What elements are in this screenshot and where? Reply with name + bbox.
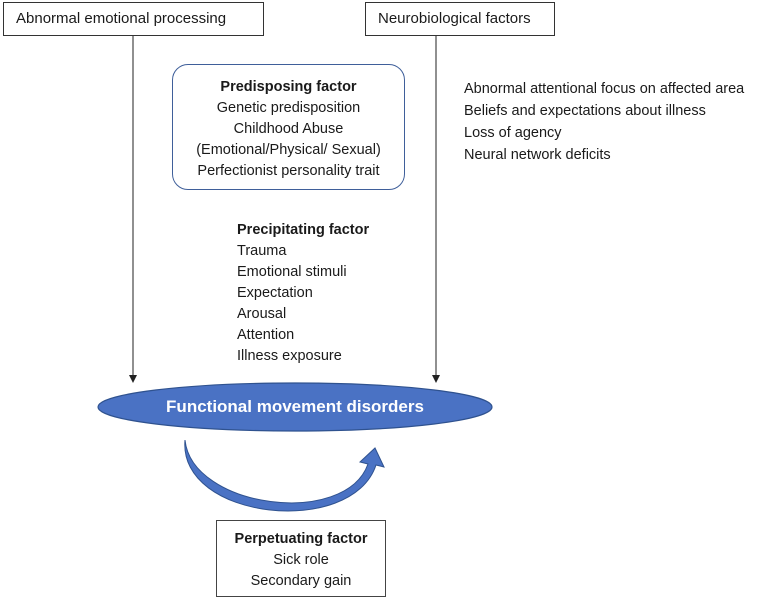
perpetuating-item: Sick role xyxy=(273,552,329,568)
precipitating-item: Arousal xyxy=(237,306,287,322)
emotional-processing-box: Abnormal emotional processing xyxy=(3,2,264,36)
precipitating-item: Illness exposure xyxy=(237,348,342,364)
neuro-item: Abnormal attentional focus on affected a… xyxy=(464,81,745,97)
neuro-item: Beliefs and expectations about illness xyxy=(464,103,706,119)
predisposing-item: (Emotional/Physical/ Sexual) xyxy=(196,142,381,158)
predisposing-box: Predisposing factor Genetic predispositi… xyxy=(172,64,405,190)
predisposing-item: Perfectionist personality trait xyxy=(197,163,380,179)
neuro-item: Neural network deficits xyxy=(464,147,611,163)
neurobiological-label: Neurobiological factors xyxy=(378,10,531,27)
perpetuating-item: Secondary gain xyxy=(250,573,352,589)
perpetuating-arc xyxy=(184,439,385,512)
fmd-label: Functional movement disorders xyxy=(166,397,424,416)
predisposing-item: Genetic predisposition xyxy=(216,100,361,116)
precipitating-title: Precipitating factor xyxy=(237,222,370,238)
emotional-processing-label: Abnormal emotional processing xyxy=(16,10,227,27)
precipitating-block: Precipitating factor Trauma Emotional st… xyxy=(237,220,369,367)
neuro-item: Loss of agency xyxy=(464,125,562,141)
precipitating-item: Trauma xyxy=(237,243,287,259)
perpetuating-title: Perpetuating factor xyxy=(234,531,368,547)
precipitating-item: Attention xyxy=(237,327,295,343)
fmd-ellipse xyxy=(97,382,493,432)
predisposing-title: Predisposing factor xyxy=(220,79,357,95)
precipitating-item: Expectation xyxy=(237,285,313,301)
predisposing-item: Childhood Abuse xyxy=(233,121,344,137)
neurobiological-box: Neurobiological factors xyxy=(365,2,555,36)
precipitating-item: Emotional stimuli xyxy=(237,264,347,280)
perpetuating-box: Perpetuating factor Sick role Secondary … xyxy=(216,520,386,597)
neurobiological-list: Abnormal attentional focus on affected a… xyxy=(464,78,744,166)
